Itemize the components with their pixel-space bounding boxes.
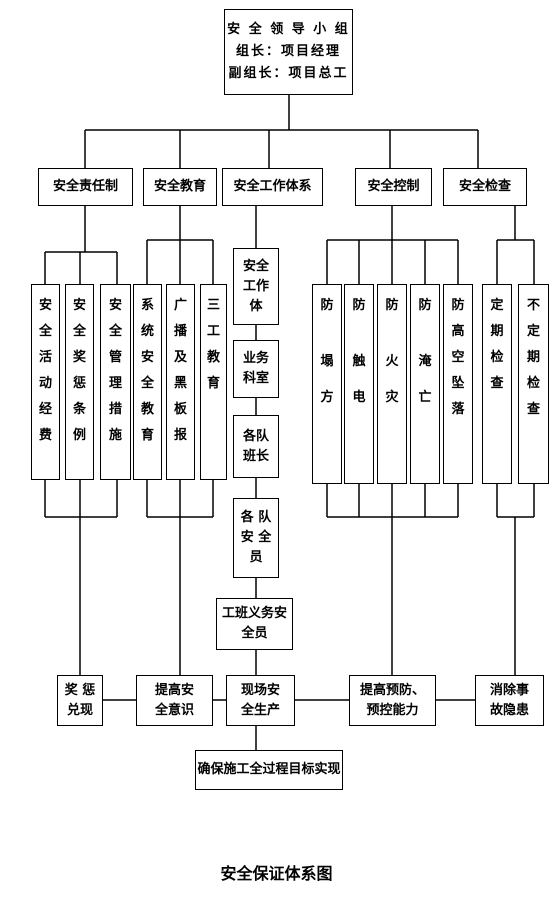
outcome-improve-prevention: 提高预防、 预控能力 <box>349 675 436 726</box>
outcome-eliminate-hazards: 消除事 故隐患 <box>475 675 544 726</box>
item-prevent-fire: 防火灾 <box>377 284 407 484</box>
item-activity-funds: 安全活动经费 <box>31 284 60 480</box>
item-prevent-electrocution: 防触电 <box>344 284 374 484</box>
leadership-title: 安 全 领 导 小 组 <box>227 22 350 37</box>
team-safety-officer-box: 各 队 安 全 员 <box>233 498 279 578</box>
shift-safety-officer-box: 工班义务安全员 <box>216 598 293 650</box>
item-regular-inspection: 定期检查 <box>482 284 512 484</box>
outcome-site-safe-production: 现场安 全生产 <box>226 675 295 726</box>
item-systematic-education: 系统安全教育 <box>133 284 162 480</box>
item-prevent-falls: 防高空坠落 <box>443 284 473 484</box>
outcome-raise-awareness: 提高安 全意识 <box>136 675 213 726</box>
item-prevent-drowning: 防淹亡 <box>410 284 440 484</box>
category-control: 安全控制 <box>355 168 432 206</box>
category-responsibility: 安全责任制 <box>38 168 133 206</box>
leadership-deputy: 副组长：项目总工 <box>228 66 349 81</box>
work-body-box: 安全工作体 <box>233 248 279 325</box>
diagram-caption: 安全保证体系图 <box>220 864 333 883</box>
item-three-level-education: 三工教育 <box>200 284 227 480</box>
category-work-system: 安全工作体系 <box>222 168 323 206</box>
item-management-measures: 安全管理措施 <box>100 284 131 480</box>
item-reward-rules: 安全奖惩条例 <box>65 284 94 480</box>
final-goal-box: 确保施工全过程目标实现 <box>195 750 343 790</box>
outcome-reward-punishment: 奖 惩 兑现 <box>57 675 103 726</box>
safety-leadership-box: 安 全 领 导 小 组 组长：项目经理 副组长：项目总工 <box>224 9 353 95</box>
category-education: 安全教育 <box>143 168 217 206</box>
item-irregular-inspection: 不定期检查 <box>518 284 549 484</box>
team-leader-box: 各队班长 <box>233 415 279 478</box>
item-prevent-collapse: 防塌方 <box>312 284 342 484</box>
business-office-box: 业务科室 <box>233 340 279 398</box>
item-broadcast-blackboard: 广播及黑板报 <box>166 284 195 480</box>
leadership-leader: 组长：项目经理 <box>235 44 341 59</box>
category-inspection: 安全检查 <box>443 168 527 206</box>
